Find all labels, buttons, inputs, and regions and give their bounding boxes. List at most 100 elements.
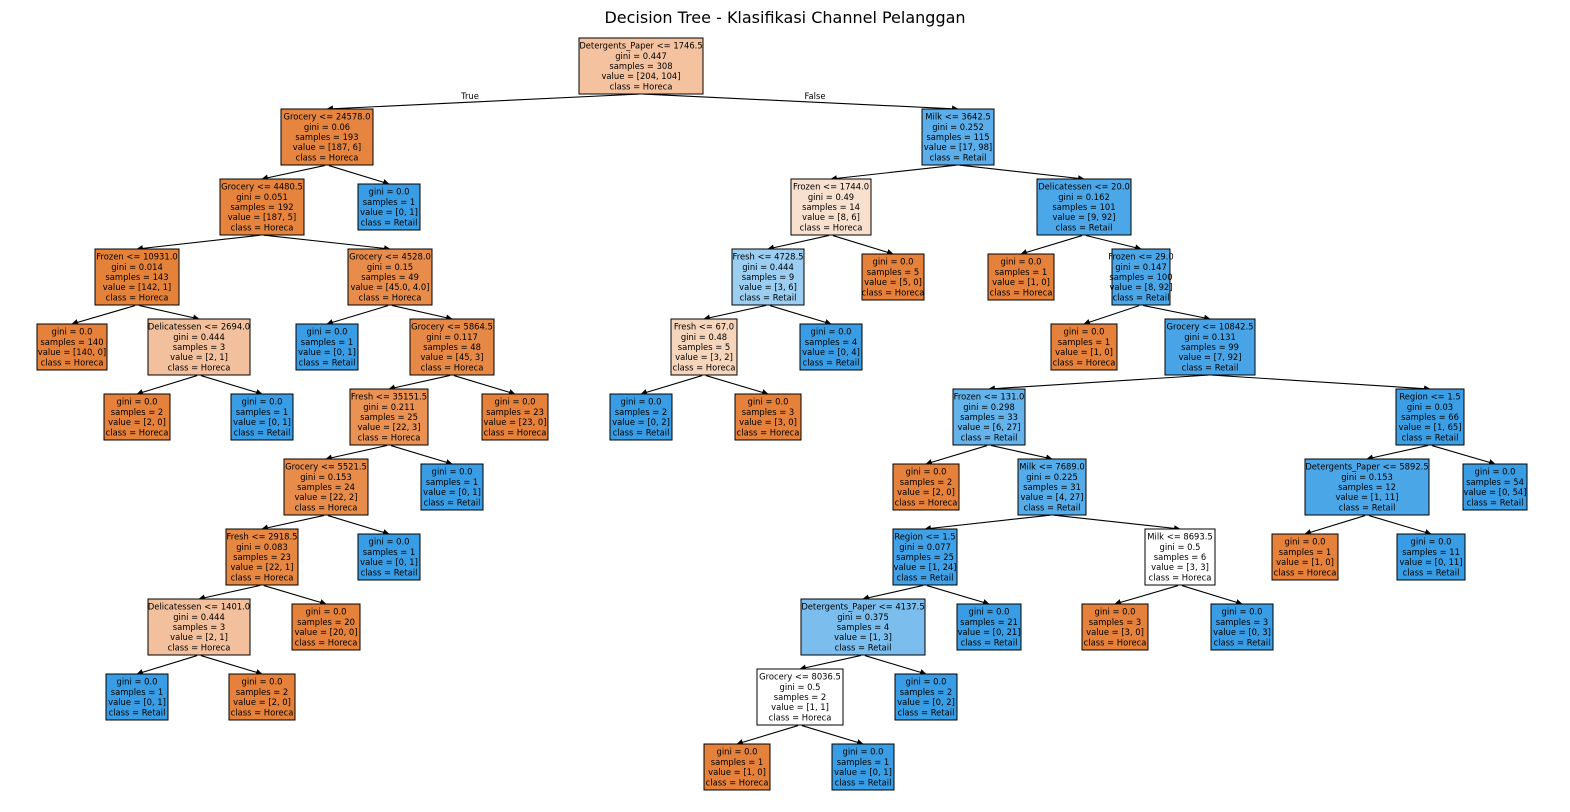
edge-n5-n10: [832, 235, 894, 256]
node-text-line: class = Horeca: [358, 432, 421, 442]
node-text-line: samples = 3: [173, 342, 225, 352]
edge-n27-n32: [990, 444, 1053, 461]
node-text-line: class = Retail: [1056, 222, 1113, 232]
node-text-line: class = Horeca: [359, 292, 422, 302]
node-text-line: samples = 308: [609, 61, 672, 71]
node-box: [1210, 603, 1274, 651]
node-box: [1271, 533, 1339, 581]
node-text-line: value = [23, 0]: [483, 417, 546, 427]
node-text-line: samples = 4: [805, 337, 857, 347]
node-text-line: class = Retail: [424, 497, 481, 507]
node-text-line: Frozen <= 131.0: [954, 392, 1025, 402]
node-text-line: value = [3, 2]: [675, 352, 733, 362]
node-text-line: Grocery <= 5521.5: [285, 462, 367, 472]
node-box: [1017, 458, 1087, 516]
node-text-line: value = [0, 1]: [360, 557, 418, 567]
node-text-line: Grocery <= 24578.0: [283, 112, 370, 122]
node-text-line: Delicatessen <= 20.0: [1038, 182, 1130, 192]
node-text-line: class = Horeca: [484, 427, 547, 437]
edge-n7-n14: [138, 304, 200, 321]
node-text-line: Frozen <= 10931.0: [96, 252, 177, 262]
node-text-line: class = Retail: [1182, 362, 1239, 372]
edge-n49-n52: [801, 725, 864, 746]
node-text-line: class = Horeca: [706, 777, 769, 787]
node-text-line: samples = 49: [361, 272, 419, 282]
node-text-line: gini = 0.162: [1058, 192, 1110, 202]
node-text-line: class = Horeca: [231, 572, 294, 582]
node-text-line: Detergents_Paper <= 4137.5: [801, 602, 924, 612]
node-text-line: gini = 0.0: [432, 467, 473, 477]
node-text-line: Grocery <= 10842.5: [1166, 322, 1253, 332]
node-text-line: samples = 1: [426, 477, 478, 487]
node-text-line: gini = 0.0: [306, 607, 347, 617]
node-text-line: Fresh <= 67.0: [674, 322, 734, 332]
edge-n23-n29: [325, 444, 388, 461]
node-text-line: gini = 0.0: [906, 677, 947, 687]
node-text-line: gini = 0.225: [1026, 472, 1078, 482]
node-text-line: gini = 0.077: [899, 542, 951, 552]
node-box: [280, 108, 374, 166]
node-box: [1050, 323, 1118, 371]
edge-n16-n24: [453, 375, 516, 396]
edge-n17-n26: [705, 375, 769, 396]
node-text-line: gini = 0.0: [906, 467, 947, 477]
node-text-line: samples = 2: [900, 477, 952, 487]
node-text-line: class = Horeca: [610, 81, 673, 91]
node-text-line: gini = 0.0: [969, 607, 1010, 617]
node-text-line: value = [7, 92]: [1178, 352, 1241, 362]
node-text-line: samples = 1: [301, 337, 353, 347]
node-text-line: class = Horeca: [231, 707, 294, 717]
node-box: [952, 388, 1026, 446]
node-text-line: class = Retail: [898, 707, 955, 717]
node-text-line: gini = 0.0: [117, 397, 158, 407]
node-text-line: gini = 0.0: [1064, 327, 1105, 337]
node-text-line: samples = 23: [486, 407, 544, 417]
node-box: [1462, 463, 1528, 511]
node-text-line: gini = 0.0: [369, 187, 410, 197]
node-text-line: value = [9, 92]: [1052, 212, 1115, 222]
node-text-line: value = [1, 1]: [771, 702, 829, 712]
node-text-line: class = Horeca: [168, 362, 231, 372]
node-box: [892, 463, 960, 511]
node-text-line: value = [3, 6]: [739, 282, 797, 292]
node-box: [892, 528, 958, 586]
node-box: [1395, 388, 1465, 446]
node-text-line: value = [1, 0]: [1055, 347, 1113, 357]
node-text-line: gini = 0.375: [837, 612, 889, 622]
edge-n3-n8: [263, 234, 391, 252]
node-text-line: samples = 54: [1466, 477, 1524, 487]
node-text-line: samples = 1: [363, 547, 415, 557]
node-box: [1036, 178, 1132, 236]
node-text-line: class = Horeca: [895, 497, 958, 507]
edge-n27-n31: [925, 445, 988, 466]
node-text-line: gini = 0.014: [111, 262, 163, 272]
edge-n12-n19: [1083, 305, 1140, 326]
node-text-line: Delicatessen <= 2694.0: [148, 322, 250, 332]
node-box: [609, 393, 673, 441]
node-box: [291, 603, 361, 651]
node-text-line: value = [0, 1]: [298, 347, 356, 357]
edge-n41-n47: [136, 655, 198, 676]
node-box: [861, 253, 925, 301]
node-text-line: gini = 0.0: [495, 397, 536, 407]
node-text-line: class = Horeca: [990, 287, 1053, 297]
node-text-line: gini = 0.0: [242, 677, 283, 687]
edge-n14-n21: [136, 375, 198, 396]
node-text-line: samples = 48: [423, 342, 481, 352]
